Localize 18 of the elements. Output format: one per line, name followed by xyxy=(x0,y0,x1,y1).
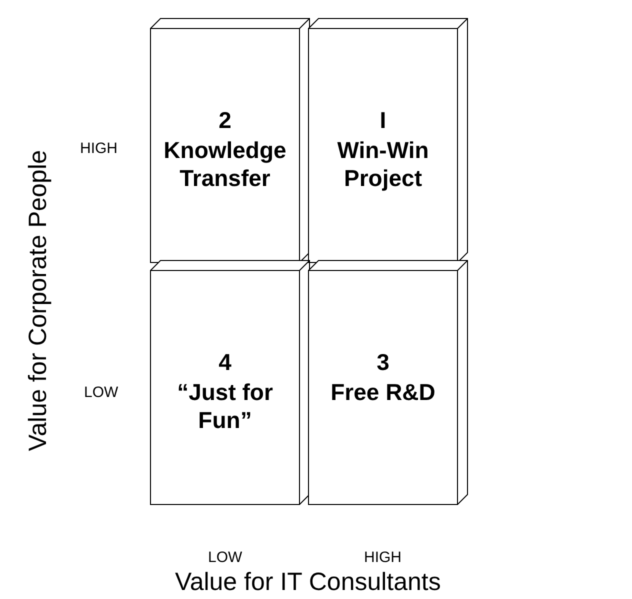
quadrant-number: 2 xyxy=(218,106,232,134)
quadrant-title: Win-Win Project xyxy=(336,136,430,192)
axis-level-label: LOW xyxy=(208,548,242,566)
quadrant-number: 4 xyxy=(218,348,232,376)
axis-level-label: LOW xyxy=(84,384,118,400)
axis-title: Value for Corporate People xyxy=(24,149,53,451)
quadrant-box xyxy=(308,18,468,263)
axis-level-label: HIGH xyxy=(364,548,402,566)
quadrant-title: Knowledge Transfer xyxy=(162,136,288,192)
quadrant-title: Free R&D xyxy=(330,378,436,406)
quadrant-box xyxy=(150,18,310,263)
quadrant-title: “Just for Fun” xyxy=(176,378,274,434)
quadrant-number: I xyxy=(378,106,388,134)
quadrant-number: 3 xyxy=(376,348,390,376)
axis-level-label: HIGH xyxy=(80,140,118,156)
axis-title: Value for IT Consultants xyxy=(175,568,441,596)
quadrant-box xyxy=(308,260,468,505)
quadrant-box xyxy=(150,260,310,505)
